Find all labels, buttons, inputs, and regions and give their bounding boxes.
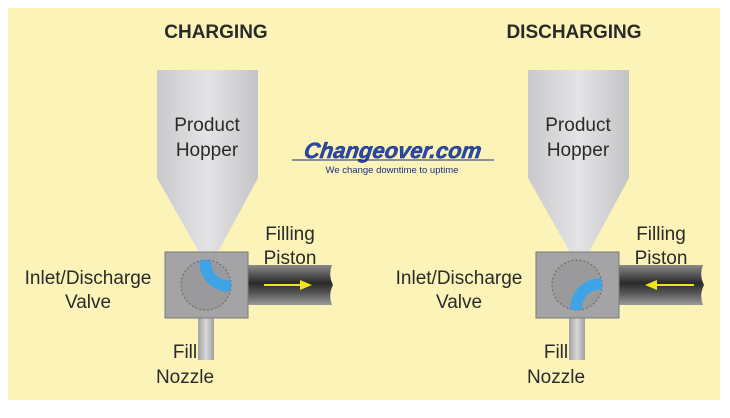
product-hopper bbox=[528, 70, 629, 252]
valve-label: Inlet/Discharge bbox=[396, 268, 523, 289]
piston-label: Filling bbox=[636, 224, 686, 245]
arrow-right-icon bbox=[300, 280, 312, 290]
nozzle-label: Nozzle bbox=[527, 367, 585, 388]
arrow-left-icon bbox=[645, 280, 657, 290]
fill-nozzle bbox=[569, 318, 585, 360]
panel-title: DISCHARGING bbox=[506, 22, 641, 43]
hopper-label: Hopper bbox=[176, 140, 239, 161]
valve-label: Valve bbox=[65, 292, 111, 313]
piston-label: Filling bbox=[265, 224, 315, 245]
nozzle-label: Fill bbox=[544, 342, 568, 363]
changeover-logo: Changeover.com We change downtime to upt… bbox=[292, 138, 494, 176]
valve-passage bbox=[570, 278, 602, 310]
fill-nozzle bbox=[198, 318, 214, 360]
valve-label: Valve bbox=[436, 292, 482, 313]
product-hopper bbox=[157, 70, 258, 252]
logo-tagline: We change downtime to uptime bbox=[326, 165, 459, 176]
nozzle-label: Fill bbox=[173, 342, 197, 363]
piston-label: Piston bbox=[264, 248, 317, 269]
logo-text: Changeover.com bbox=[303, 138, 484, 163]
valve-passage bbox=[199, 260, 231, 292]
piston-label: Piston bbox=[635, 248, 688, 269]
charging-panel: CHARGING Product Hopper Inlet/Discharge … bbox=[25, 22, 333, 388]
hopper-label: Product bbox=[174, 115, 240, 136]
nozzle-label: Nozzle bbox=[156, 367, 214, 388]
panel-title: CHARGING bbox=[164, 22, 267, 43]
valve-label: Inlet/Discharge bbox=[25, 268, 152, 289]
hopper-label: Product bbox=[545, 115, 611, 136]
hopper-label: Hopper bbox=[547, 140, 610, 161]
discharging-panel: DISCHARGING Product Hopper Inlet/Dischar… bbox=[396, 22, 704, 388]
